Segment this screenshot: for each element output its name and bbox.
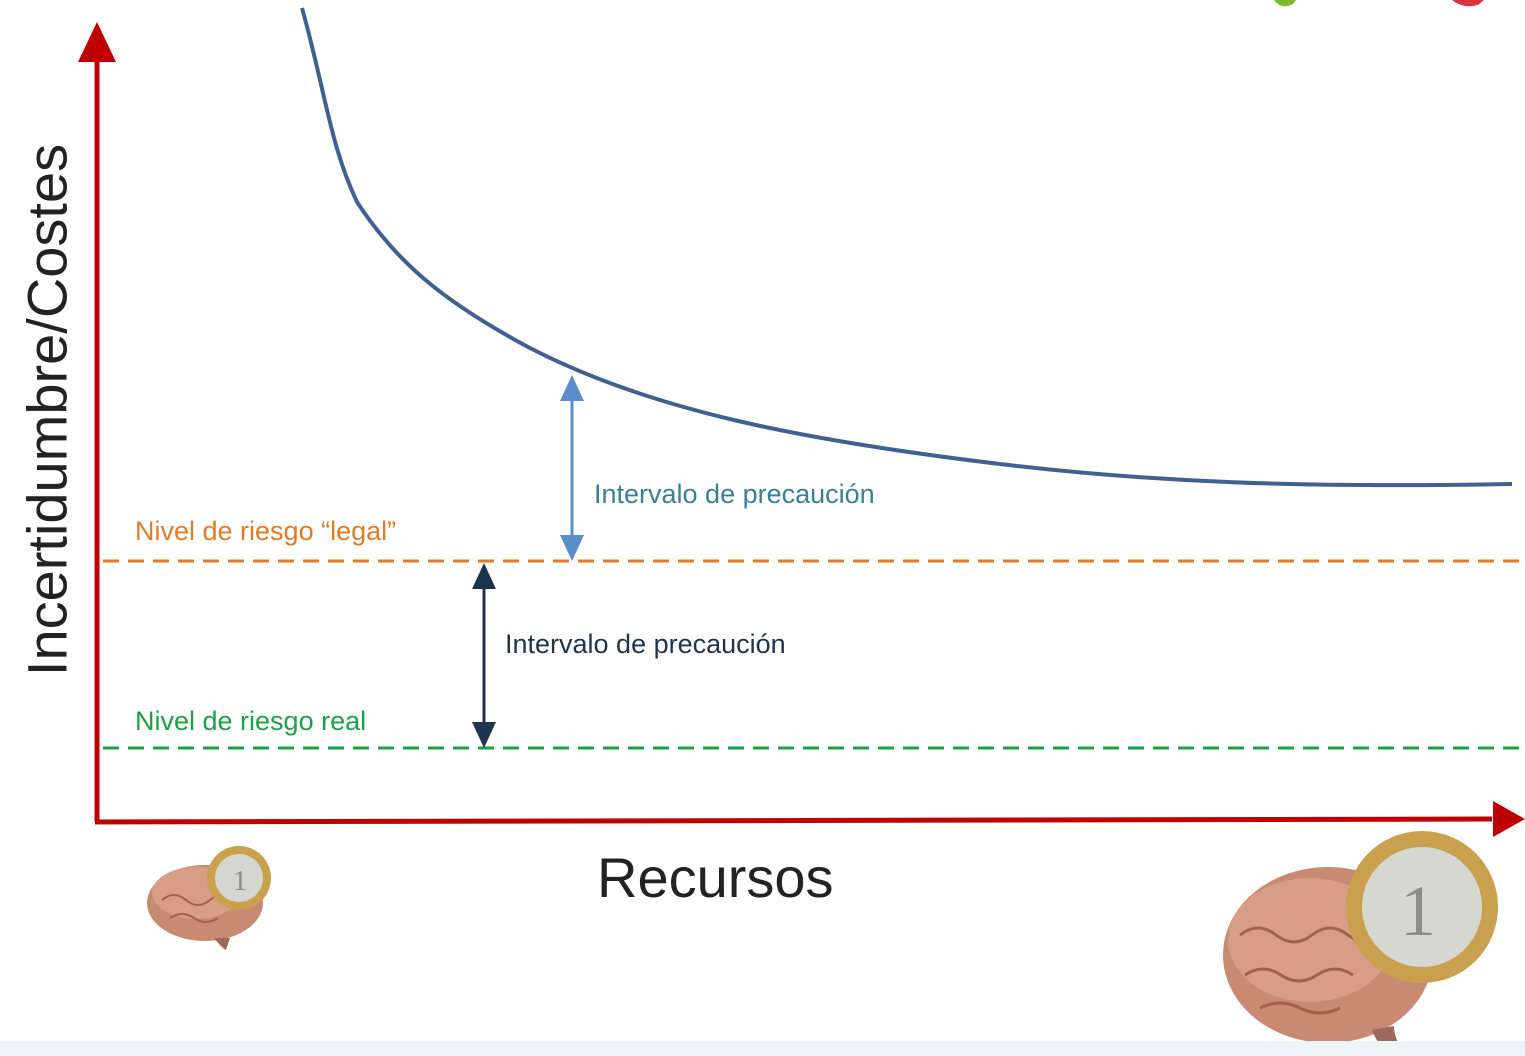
bottom-strip — [0, 1041, 1525, 1056]
corner-logo-icon — [1274, 0, 1484, 7]
lower-interval-label: Intervalo de precaución — [505, 629, 786, 659]
upper-interval-arrow — [560, 375, 584, 561]
y-axis-label: Incertidumbre/Costes — [15, 143, 79, 677]
x-axis-label: Recursos — [597, 846, 834, 909]
svg-text:1: 1 — [1400, 871, 1436, 951]
y-axis-arrowhead — [78, 22, 116, 62]
cost-curve — [300, 7, 1513, 488]
brain-coin-icon-large: 1 — [1223, 831, 1498, 1054]
x-axis-arrowhead — [1493, 801, 1525, 837]
lower-interval-arrow — [472, 563, 496, 748]
legal-risk-label: Nivel de riesgo “legal” — [135, 516, 397, 546]
svg-text:1: 1 — [233, 866, 247, 897]
brain-coin-icon-small: 1 — [147, 846, 271, 950]
upper-interval-label: Intervalo de precaución — [594, 479, 875, 509]
x-axis-line — [94, 816, 1493, 825]
real-risk-label: Nivel de riesgo real — [135, 706, 367, 736]
